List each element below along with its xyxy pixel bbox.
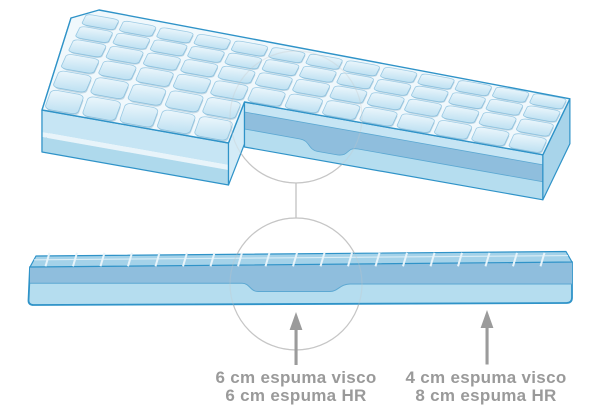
visco-bottom-boundary (30, 282, 572, 292)
arrow-center-zone (289, 312, 303, 365)
annotation-arrows (289, 310, 494, 365)
label-right-zone-line2: 8 cm espuma HR (415, 385, 557, 405)
label-right-zone-line1: 4 cm espuma visco (405, 368, 567, 387)
visco-layer-3d (244, 111, 544, 183)
mattress-3d-view (41, 9, 571, 201)
side-top-strip (29, 250, 573, 268)
arrow-right-zone (480, 310, 494, 365)
label-center-zone-line1: 6 cm espuma visco (215, 368, 377, 387)
label-center-zone-line2: 6 cm espuma HR (225, 385, 367, 405)
side-quilt-ticks (33, 252, 569, 267)
quilt-grid (44, 14, 568, 155)
quilt-layer-band (244, 102, 543, 165)
label-center-zone: 6 cm espuma visco 6 cm espuma HR (215, 369, 376, 404)
label-right-zone: 4 cm espuma visco 8 cm espuma HR (405, 369, 566, 404)
mattress-side-view (27, 250, 573, 306)
side-face-visco (30, 261, 572, 292)
